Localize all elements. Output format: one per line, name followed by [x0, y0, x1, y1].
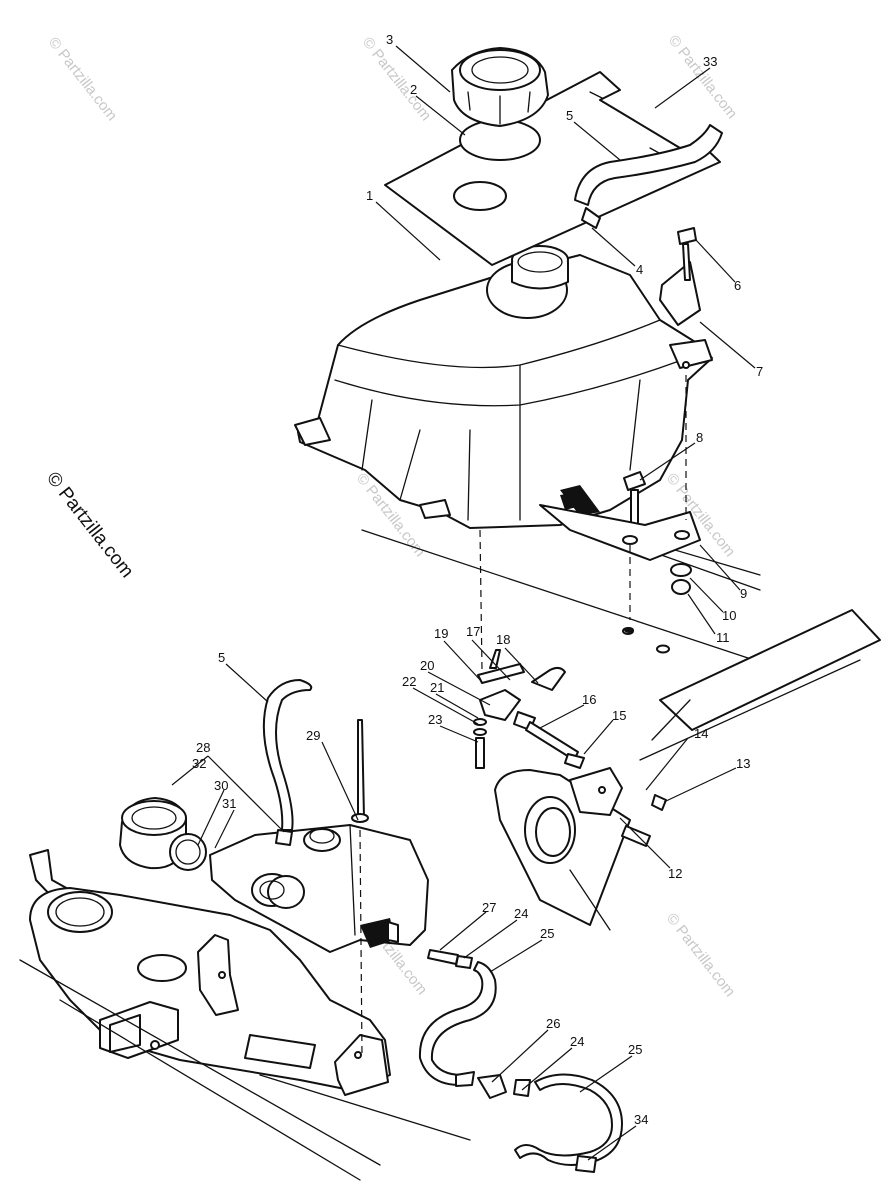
callout-10: 10: [722, 608, 736, 623]
callout-15: 15: [612, 708, 626, 723]
callout-22: 22: [402, 674, 416, 689]
tank-cap-upper: [451, 47, 549, 161]
callout-20: 20: [420, 658, 434, 673]
callout-14: 14: [694, 726, 708, 741]
callout-23: 23: [428, 712, 442, 727]
callout-18: 18: [496, 632, 510, 647]
vent-hose-lower: [262, 679, 369, 846]
frame-tube-assembly: [494, 767, 651, 931]
callout-31: 31: [222, 796, 236, 811]
callout-33: 33: [703, 54, 717, 69]
lower-fuel-line: [418, 949, 623, 1173]
callout-27: 27: [482, 900, 496, 915]
callout-numbers: 3 2 33 5 1 4 6 7 8 9 10 11 12 13 14 15 1…: [192, 32, 763, 1127]
fuel-tank-upper: [294, 245, 713, 529]
callout-30: 30: [214, 778, 228, 793]
callout-6: 6: [734, 278, 741, 293]
lower-mount-hardware: [539, 471, 701, 633]
watermark: © Partzilla.com: [665, 32, 741, 122]
callout-5-lower: 5: [218, 650, 225, 665]
alignment-lines: [359, 375, 687, 1056]
callout-5: 5: [566, 108, 573, 123]
watermark-main: © Partzilla.com: [42, 468, 137, 582]
callout-26: 26: [546, 1016, 560, 1031]
callout-3: 3: [386, 32, 393, 47]
bracket-and-bolt: [659, 227, 713, 369]
watermark: © Partzilla.com: [45, 34, 121, 124]
callout-28: 28: [196, 740, 210, 755]
tank-cap-lower: [119, 797, 207, 871]
fuel-tank-lower: [209, 824, 429, 953]
vent-hose-upper: [574, 124, 723, 229]
callout-8: 8: [696, 430, 703, 445]
callout-16: 16: [582, 692, 596, 707]
callout-25-lower: 25: [628, 1042, 642, 1057]
callout-17: 17: [466, 624, 480, 639]
fuel-valve-assembly: [473, 649, 667, 811]
callout-11: 11: [716, 630, 730, 645]
callout-34: 34: [634, 1112, 648, 1127]
watermark: © Partzilla.com: [663, 910, 739, 1000]
callout-25: 25: [540, 926, 554, 941]
leader-lines: [171, 45, 756, 1161]
lower-frame: [19, 849, 471, 1181]
callout-4: 4: [636, 262, 643, 277]
callout-24-lower: 24: [570, 1034, 584, 1049]
callout-21: 21: [430, 680, 444, 695]
callout-7: 7: [756, 364, 763, 379]
callout-32: 32: [192, 756, 206, 771]
callout-2: 2: [410, 82, 417, 97]
callout-29: 29: [306, 728, 320, 743]
callout-24: 24: [514, 906, 528, 921]
callout-13: 13: [736, 756, 750, 771]
callout-19: 19: [434, 626, 448, 641]
watermark: © Partzilla.com: [359, 34, 435, 124]
callout-12: 12: [668, 866, 682, 881]
callout-1: 1: [366, 188, 373, 203]
callout-9: 9: [740, 586, 747, 601]
